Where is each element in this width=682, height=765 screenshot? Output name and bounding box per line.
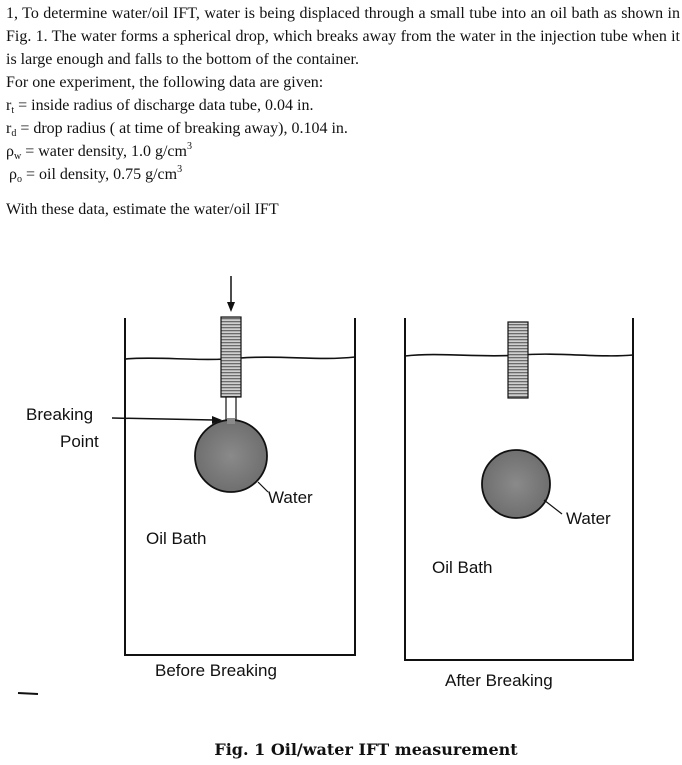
symbol: r [6,120,12,137]
given-item-drop-radius: rd = drop radius ( at time of breaking a… [6,117,680,140]
superscript: 3 [186,141,192,152]
oil-bath-label-after: Oil Bath [432,558,493,577]
injection-tube-before [220,276,242,430]
subscript: w [13,151,22,162]
after-breaking-label: After Breaking [445,671,553,690]
subscript: d [11,128,17,139]
before-breaking-label: Before Breaking [155,661,277,680]
water-drop-after [481,449,551,519]
superscript: 3 [177,164,183,175]
breaking-label-line2: Point [60,432,99,451]
given-intro: For one experiment, the following data a… [6,74,324,91]
oil-bath-label-before: Oil Bath [146,529,207,548]
symbol: ρ [9,166,17,183]
given-item-tube-radius: rt = inside radius of discharge data tub… [6,94,680,117]
breaking-label-line1: Breaking [26,405,94,424]
item-text: = oil density, 0.75 g/cm [21,166,178,183]
problem-text: 1, To determine water/oil IFT, water is … [6,2,680,221]
problem-intro: 1, To determine water/oil IFT, water is … [6,5,680,68]
water-label-after: Water [566,509,611,528]
figure-caption: Fig. 1 Oil/water IFT measurement [214,740,518,759]
subscript: t [11,105,15,116]
task-statement: With these data, estimate the water/oil … [6,201,279,218]
item-text: = inside radius of discharge data tube, … [14,97,314,114]
injection-tube-after [507,321,529,399]
symbol: r [6,97,12,114]
item-text: = water density, 1.0 g/cm [21,143,187,160]
given-item-water-density: ρw = water density, 1.0 g/cm3 [6,140,680,163]
given-item-oil-density: ρo = oil density, 0.75 g/cm3 [6,163,680,186]
water-drop-before [194,419,268,493]
item-text: = drop radius ( at time of breaking away… [16,120,348,137]
water-label-before: Water [268,488,313,507]
symbol: ρ [6,143,14,160]
subscript: o [16,174,22,185]
breaking-arrow-icon [212,416,222,424]
